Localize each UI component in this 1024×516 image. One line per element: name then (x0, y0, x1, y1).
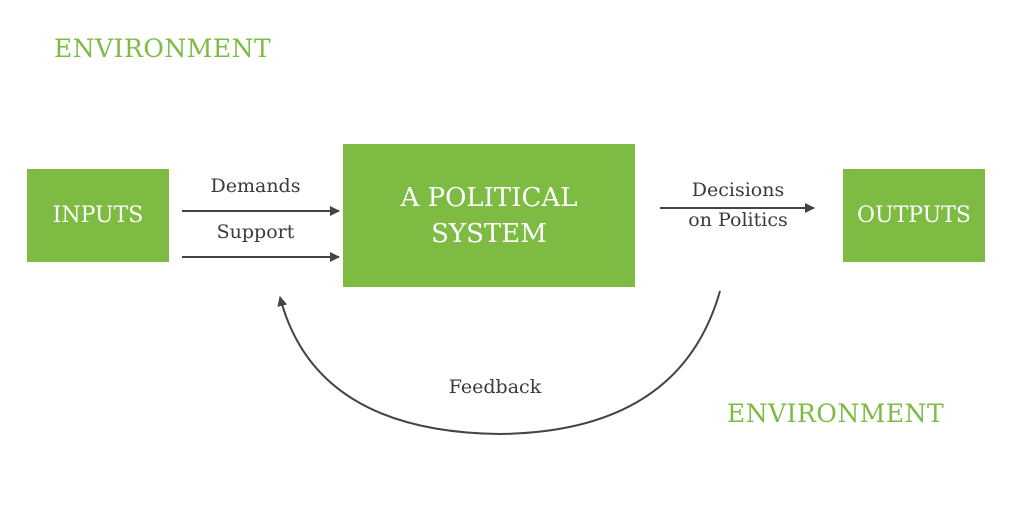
outputs-box: OUTPUTS (843, 169, 985, 262)
political-system-line1: A POLITICAL (400, 182, 578, 213)
political-system-line2: SYSTEM (431, 218, 547, 249)
support-label: Support (216, 221, 295, 243)
outputs-box-label: OUTPUTS (857, 203, 971, 228)
decisions-label: Decisions on Politics (658, 175, 818, 235)
inputs-box-label: INPUTS (52, 203, 144, 228)
environment-label-bottom: ENVIRONMENT (727, 399, 945, 428)
environment-label-top: ENVIRONMENT (54, 34, 272, 63)
feedback-label: Feedback (448, 376, 542, 398)
decisions-label-line2: on Politics (688, 209, 788, 231)
demands-label: Demands (210, 175, 301, 197)
feedback-arrow (277, 290, 721, 436)
decisions-label-line1: Decisions (691, 179, 785, 201)
inputs-box: INPUTS (27, 169, 169, 262)
political-system-box: A POLITICAL SYSTEM (343, 144, 635, 287)
